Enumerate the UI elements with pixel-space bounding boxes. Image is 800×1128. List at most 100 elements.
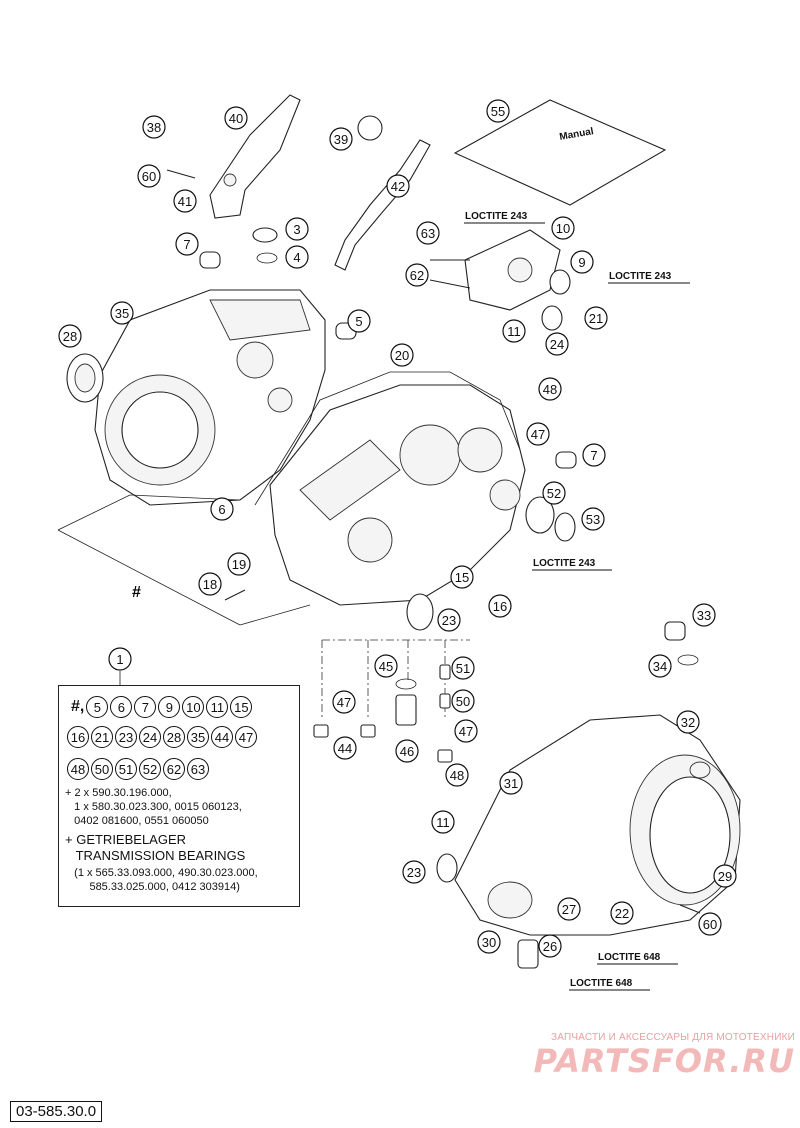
legend-line-2: 1 x 580.30.023.300, 0015 060123,	[65, 801, 242, 813]
callout-60-top: 60	[137, 164, 161, 188]
callout-9: 9	[570, 250, 594, 274]
legend-part: 50	[91, 758, 113, 780]
callout-3: 3	[285, 217, 309, 241]
svg-text:LOCTITE 243: LOCTITE 243	[609, 271, 672, 282]
left-crankcase-half	[94, 289, 326, 506]
right-crankcase-half	[269, 384, 526, 606]
watermark-tagline: ЗАПЧАСТИ И АКСЕССУАРЫ ДЛЯ МОТОТЕХНИКИ	[550, 1032, 795, 1043]
svg-text:18: 18	[203, 577, 217, 592]
callout-1: 1	[108, 647, 132, 685]
svg-text:51: 51	[456, 661, 470, 676]
loctite-labels: LOCTITE 243 LOCTITE 243 LOCTITE 243 LOCT…	[464, 211, 690, 991]
svg-text:31: 31	[504, 776, 518, 791]
svg-text:6: 6	[218, 502, 225, 517]
svg-text:20: 20	[395, 348, 409, 363]
svg-text:LOCTITE 243: LOCTITE 243	[533, 558, 596, 569]
callout-39: 39	[329, 127, 353, 151]
legend-line-7: 585.33.025.000, 0412 303914)	[65, 881, 240, 893]
svg-text:LOCTITE 648: LOCTITE 648	[598, 952, 661, 963]
hash-mark: #	[132, 584, 141, 601]
callout-23-top: 23	[437, 608, 461, 632]
svg-text:48: 48	[543, 382, 557, 397]
svg-text:3: 3	[293, 222, 300, 237]
callout-30: 30	[477, 930, 501, 954]
svg-text:23: 23	[407, 865, 421, 880]
callout-40: 40	[224, 106, 248, 130]
o-ring-4	[256, 252, 278, 264]
o-ring-34	[677, 654, 699, 666]
callout-33: 33	[692, 603, 716, 627]
svg-text:9: 9	[578, 255, 585, 270]
callout-19: 19	[227, 552, 251, 576]
svg-text:53: 53	[586, 512, 600, 527]
svg-text:29: 29	[718, 869, 732, 884]
callout-15: 15	[450, 565, 474, 589]
svg-text:11: 11	[507, 324, 521, 339]
legend-part: 35	[187, 726, 209, 748]
svg-text:41: 41	[178, 194, 192, 209]
bearing-support-10	[464, 229, 561, 311]
callout-47-top: 47	[526, 422, 550, 446]
callout-18: 18	[198, 572, 222, 596]
screws	[166, 169, 701, 914]
callout-22: 22	[610, 901, 634, 925]
legend-line-4: + GETRIEBELAGER	[65, 832, 187, 847]
legend-row-1: #, 5 6 7 9 10 11 15	[71, 696, 254, 718]
callout-27: 27	[557, 897, 581, 921]
legend-part: 23	[115, 726, 137, 748]
svg-text:26: 26	[543, 939, 557, 954]
legend-part: 15	[230, 696, 253, 718]
legend-part: 9	[158, 696, 181, 718]
callout-11-bottom: 11	[431, 810, 455, 834]
oil-screen-assembly	[313, 639, 470, 763]
legend-part: 10	[182, 696, 205, 718]
svg-text:21: 21	[589, 311, 603, 326]
plug-3	[252, 227, 278, 243]
svg-text:23: 23	[442, 613, 456, 628]
svg-text:24: 24	[550, 337, 564, 352]
callout-42: 42	[386, 174, 410, 198]
svg-text:47: 47	[531, 427, 545, 442]
svg-text:46: 46	[400, 744, 414, 759]
callout-48-top: 48	[538, 377, 562, 401]
legend-part: 16	[67, 726, 89, 748]
cap-39	[357, 115, 383, 141]
seal-23-bottom	[436, 853, 458, 883]
svg-text:33: 33	[697, 608, 711, 623]
callout-29: 29	[713, 864, 737, 888]
callout-23-bottom: 23	[402, 860, 426, 884]
svg-text:62: 62	[410, 268, 424, 283]
bushing-7-right	[555, 451, 577, 469]
callouts: 1 3 4 5 6 7 7 9 10 11 11 15 16 18 19 20 …	[58, 99, 737, 958]
callout-48-bottom: 48	[445, 763, 469, 787]
svg-text:LOCTITE 243: LOCTITE 243	[465, 211, 528, 222]
svg-text:42: 42	[391, 179, 405, 194]
callout-55: 55	[486, 99, 510, 123]
clutch-cover-assembly	[454, 714, 741, 936]
legend-part: 62	[163, 758, 185, 780]
legend-part: 6	[110, 696, 133, 718]
svg-text:28: 28	[63, 329, 77, 344]
legend-line-5: TRANSMISSION BEARINGS	[65, 848, 246, 863]
callout-44: 44	[333, 736, 357, 760]
svg-text:55: 55	[491, 104, 505, 119]
svg-text:50: 50	[456, 694, 470, 709]
svg-text:34: 34	[653, 659, 667, 674]
svg-text:47: 47	[337, 695, 351, 710]
callout-47-left: 47	[332, 690, 356, 714]
callout-53: 53	[581, 507, 605, 531]
seal-24	[541, 305, 563, 331]
legend-part: 63	[187, 758, 209, 780]
callout-60-bottom: 60	[698, 912, 722, 936]
callout-16: 16	[488, 594, 512, 618]
svg-text:1: 1	[116, 652, 123, 667]
callout-34: 34	[648, 654, 672, 678]
legend-part: 7	[134, 696, 157, 718]
bearing-23-top	[406, 593, 434, 631]
callout-7-top: 7	[175, 232, 199, 256]
kit-contents-legend: #, 5 6 7 9 10 11 15 16 21 23 24 28 35 44…	[58, 685, 300, 907]
svg-text:32: 32	[681, 715, 695, 730]
callout-31: 31	[499, 771, 523, 795]
bearing-9	[549, 269, 571, 295]
callout-24: 24	[545, 332, 569, 356]
